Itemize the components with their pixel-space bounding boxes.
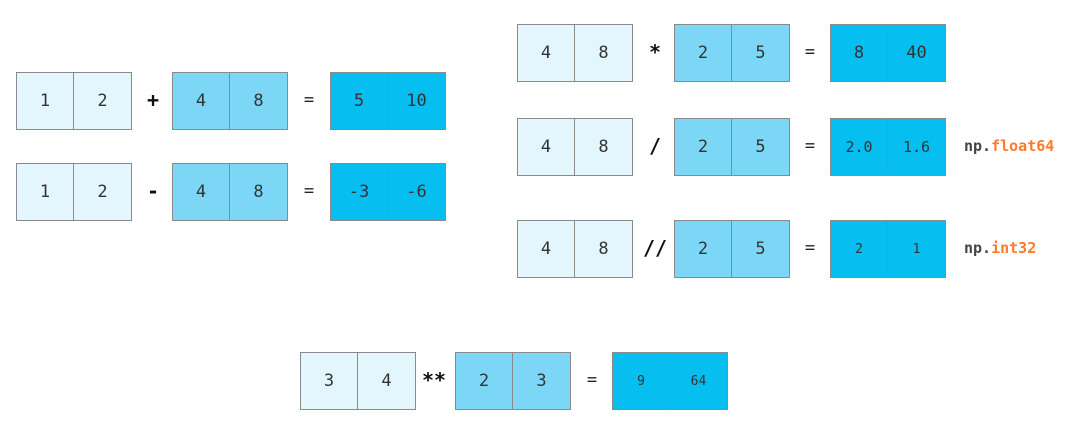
array-cell: 8 [831,25,888,81]
div-equals: = [804,136,816,156]
array-cell: 8 [575,119,632,175]
sub-operand-b: 4 8 [172,163,288,221]
array-cell: 2 [74,164,131,220]
array-cell: 40 [888,25,945,81]
array-cell: 2 [675,221,732,277]
array-cell: 4 [173,164,230,220]
floordiv-result: 2 1 [830,220,946,278]
add-equals: = [303,90,315,110]
sub-operator: - [146,179,160,203]
pow-equals: = [586,370,598,390]
array-cell: 2 [456,353,513,409]
array-cell: 9 [613,353,670,409]
array-cell: 10 [388,73,445,129]
div-result: 2.0 1.6 [830,118,946,176]
sub-operand-a: 1 2 [16,163,132,221]
dtype-name: float64 [991,137,1055,155]
array-cell: 2 [74,73,131,129]
array-cell: 3 [513,353,570,409]
array-cell: 4 [358,353,415,409]
pow-operator: ** [421,368,447,392]
add-result: 5 10 [330,72,446,130]
array-cell: 5 [331,73,388,129]
array-cell: 5 [732,221,789,277]
dtype-prefix: np. [964,239,992,257]
array-cell: 1 [888,221,945,277]
add-operand-a: 1 2 [16,72,132,130]
add-operand-b: 4 8 [172,72,288,130]
mul-result: 8 40 [830,24,946,82]
div-dtype-label: np.float64 [964,118,1054,174]
array-cell: 1 [17,164,74,220]
floordiv-equals: = [804,238,816,258]
pow-operand-b: 2 3 [455,352,571,410]
mul-operand-b: 2 5 [674,24,790,82]
array-cell: 2.0 [831,119,888,175]
mul-equals: = [804,42,816,62]
array-cell: 4 [518,25,575,81]
array-cell: 2 [675,25,732,81]
dtype-prefix: np. [964,137,992,155]
sub-result: -3 -6 [330,163,446,221]
mul-operand-a: 4 8 [517,24,633,82]
pow-result: 9 64 [612,352,728,410]
array-cell: 8 [230,73,287,129]
sub-equals: = [303,181,315,201]
array-cell: 4 [173,73,230,129]
floordiv-dtype-label: np.int32 [964,220,1036,276]
div-operand-a: 4 8 [517,118,633,176]
floordiv-operand-a: 4 8 [517,220,633,278]
div-operator: / [648,134,662,158]
floordiv-operand-b: 2 5 [674,220,790,278]
array-cell: 4 [518,221,575,277]
array-cell: -3 [331,164,388,220]
div-operand-b: 2 5 [674,118,790,176]
array-cell: 1 [17,73,74,129]
array-cell: 2 [675,119,732,175]
array-cell: -6 [388,164,445,220]
array-cell: 8 [575,221,632,277]
array-cell: 64 [670,353,727,409]
floordiv-operator: // [642,236,668,260]
array-cell: 1.6 [888,119,945,175]
array-cell: 3 [301,353,358,409]
array-cell: 4 [518,119,575,175]
pow-operand-a: 3 4 [300,352,416,410]
mul-operator: * [648,40,662,64]
dtype-name: int32 [991,239,1037,257]
array-cell: 2 [831,221,888,277]
array-cell: 8 [575,25,632,81]
array-cell: 5 [732,119,789,175]
array-cell: 8 [230,164,287,220]
add-operator: + [146,88,160,112]
array-cell: 5 [732,25,789,81]
